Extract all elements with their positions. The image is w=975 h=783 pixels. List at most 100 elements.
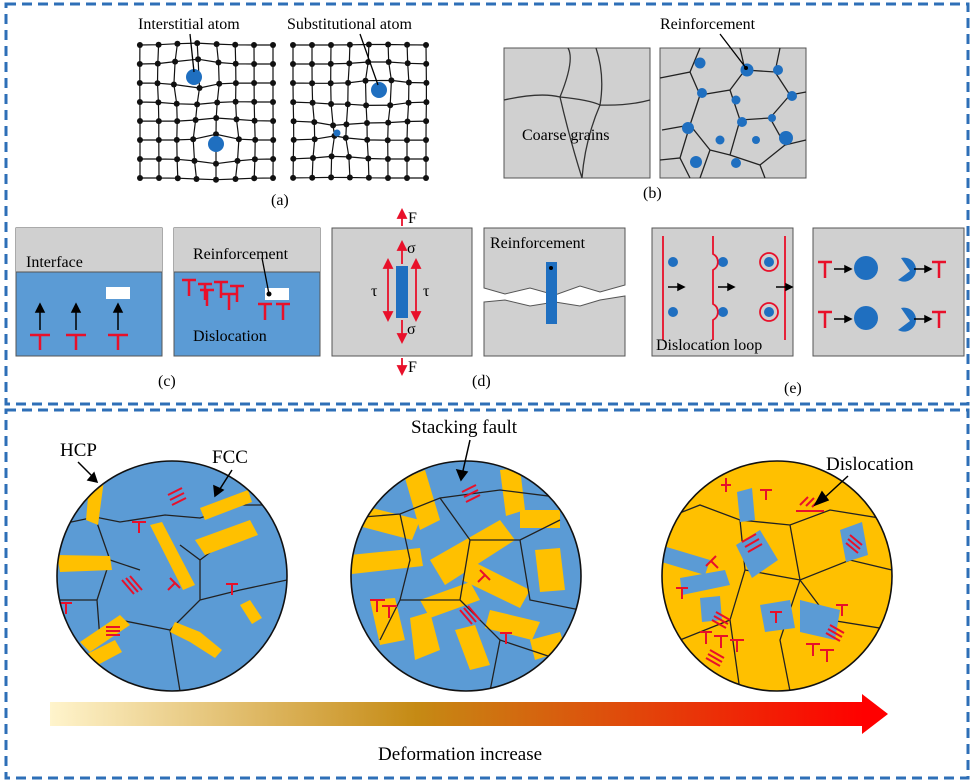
label-sigma-top: σ [407, 240, 416, 257]
lattice-atom [364, 136, 371, 143]
lattice-atom [232, 98, 239, 105]
grain-circle-high [661, 460, 893, 692]
interstitial-atom-lower [208, 136, 224, 152]
lattice-atom [270, 99, 276, 105]
lattice-atom [404, 41, 411, 48]
caption-b: (b) [643, 185, 662, 202]
lattice-atom [137, 137, 143, 143]
panel-e-cutting [812, 227, 965, 357]
lattice-atom [270, 42, 276, 48]
panel-e-orowan: Dislocation loop [651, 227, 794, 357]
deformation-arrow [50, 694, 888, 734]
lattice-atom [174, 118, 181, 125]
label-dislocation-c: Dislocation [193, 328, 267, 345]
lattice-atom [345, 153, 352, 160]
callout-arrow-right [813, 475, 849, 507]
lattice-atom [405, 99, 412, 106]
lattice-atom [155, 156, 162, 162]
lattice-atom [290, 80, 296, 86]
label-deformation-increase: Deformation increase [378, 744, 542, 765]
lattice-interstitial [136, 40, 277, 183]
lattice-atom [270, 61, 276, 67]
lattice-atom [404, 175, 410, 181]
substitutional-atom [371, 82, 387, 98]
lattice-atom [311, 136, 318, 143]
lattice-atom [252, 136, 259, 143]
lattice-atom [137, 118, 143, 124]
lattice-atom [234, 157, 241, 164]
lattice-atom [345, 79, 352, 86]
substitutional-atom-small [333, 129, 341, 137]
lattice-atom [213, 131, 219, 138]
caption-d: (d) [472, 373, 491, 390]
lattice-atom [346, 41, 353, 48]
lattice-atom [385, 175, 391, 181]
lattice-atom [290, 42, 296, 48]
interstitial-atom [186, 69, 202, 85]
lattice-atom [290, 136, 297, 143]
lattice-atom [213, 176, 219, 183]
lattice-atom [290, 118, 297, 125]
lattice-atom [172, 58, 179, 65]
lattice-atom [155, 41, 162, 48]
grain-circle-mid [350, 460, 582, 692]
lattice-atom [174, 156, 181, 163]
lattice-atom [270, 137, 277, 143]
lattice-atom [423, 42, 429, 48]
lattice-atom [309, 80, 316, 87]
lattice-atom [235, 136, 242, 143]
label-dislocation-bottom: Dislocation [826, 454, 914, 475]
lattice-atom [156, 175, 162, 181]
lattice-atom [232, 80, 239, 87]
lattice-atom [270, 175, 276, 181]
lattice-atom [362, 77, 369, 84]
lattice-atom [136, 42, 143, 48]
lattice-atom [270, 80, 276, 86]
callout-arrow-mid [455, 439, 471, 482]
interstitial-leader [189, 33, 195, 73]
label-force-bottom: F [408, 359, 417, 376]
label-tau-left: τ [371, 283, 378, 300]
lattice-atom [136, 99, 143, 105]
lattice-atom [192, 117, 199, 123]
lattice-atom [309, 99, 316, 106]
lattice-atom [311, 119, 318, 126]
lattice-atom [193, 176, 200, 182]
label-interstitial-atom: Interstitial atom [138, 16, 240, 33]
lattice-atom [327, 80, 334, 87]
lattice-atom [385, 41, 392, 48]
lattice-atom [173, 100, 180, 107]
lattice-atom [290, 99, 297, 106]
lattice-atom [346, 60, 353, 67]
lattice-atom [327, 60, 334, 67]
lattice-atom [191, 157, 198, 164]
top-panel-frame [4, 2, 970, 406]
lattice-atom [384, 156, 391, 162]
lattice-atom [404, 137, 410, 144]
lattice-atom [328, 153, 335, 160]
lattice-atom [216, 80, 223, 87]
lattice-atom [174, 175, 181, 182]
caption-a: (a) [271, 192, 289, 209]
lattice-atom [387, 102, 394, 109]
lattice-atom [170, 81, 177, 88]
label-fcc: FCC [212, 447, 248, 468]
panel-d-load-transfer: F F σ σ τ τ [331, 207, 473, 377]
substitutional-leader [359, 33, 379, 86]
lattice-atom [330, 122, 337, 129]
lattice-atom [344, 101, 351, 108]
lattice-atom [213, 41, 220, 48]
lattice-atom [385, 59, 392, 65]
lattice-atom [194, 40, 201, 47]
label-coarse-grains: Coarse grains [522, 127, 610, 144]
lattice-atom [174, 40, 181, 47]
lattice-atom [423, 137, 429, 143]
lattice-substitutional [290, 41, 430, 181]
lattice-atom [328, 174, 335, 181]
lattice-atom [423, 99, 430, 106]
label-sigma-bottom: σ [407, 321, 416, 338]
lattice-atom [251, 61, 258, 67]
lattice-atom [328, 42, 334, 48]
lattice-atom [328, 101, 335, 107]
